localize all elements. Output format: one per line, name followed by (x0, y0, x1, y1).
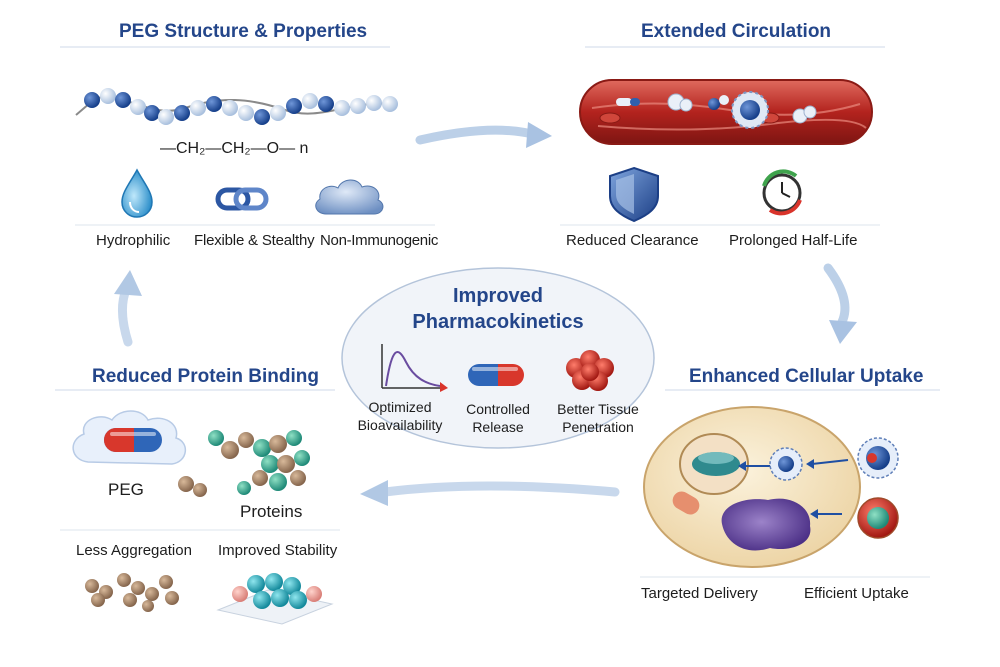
stability-cluster (216, 573, 334, 625)
prop-targeted-delivery: Targeted Delivery (641, 585, 758, 602)
prop-prolonged-half-life: Prolonged Half-Life (729, 232, 858, 249)
item-controlled-release-line1: Controlled (466, 401, 530, 417)
blood-vessel (579, 79, 873, 145)
item-bioavailability-line1: Optimized (368, 399, 432, 415)
peg-formula: —CH₂—CH₂—O— n (160, 140, 309, 157)
prop-efficient-uptake: Efficient Uptake (804, 585, 909, 602)
capsule-icon (468, 364, 524, 386)
item-controlled-release-line2: Release (472, 419, 524, 435)
flow-arrow-top (415, 122, 552, 148)
flow-arrow-right (823, 263, 857, 344)
curve-chart-icon (381, 344, 448, 392)
prop-non-immunogenic: Non-Immunogenic (320, 232, 439, 249)
center-title-line1: Improved (452, 285, 544, 307)
center-title: Improved Pharmacokinetics (398, 283, 598, 335)
tissue-icon (566, 350, 614, 391)
aggregation-cluster (85, 573, 179, 612)
prop-hydrophilic: Hydrophilic (96, 232, 171, 249)
water-drop-icon (121, 168, 153, 218)
cloud-icon (315, 179, 384, 215)
flow-arrow-bottom (360, 480, 620, 506)
peg-label: PEG (108, 480, 144, 499)
item-controlled-release: Controlled Release (450, 400, 546, 436)
item-tissue-penetration: Better Tissue Penetration (546, 400, 650, 436)
protein-cluster (178, 430, 310, 497)
binding-section-title: Reduced Protein Binding (92, 366, 319, 387)
item-bioavailability-line2: Bioavailability (357, 417, 443, 433)
prop-reduced-clearance: Reduced Clearance (566, 232, 699, 249)
peg-section-title: PEG Structure & Properties (119, 21, 368, 42)
peg-cloud-capsule (72, 410, 186, 465)
chain-link-icon (215, 187, 269, 211)
item-tissue-penetration-line1: Better Tissue (557, 401, 639, 417)
prop-less-aggregation: Less Aggregation (76, 542, 192, 559)
prop-improved-stability: Improved Stability (218, 542, 338, 559)
center-panel (341, 267, 655, 449)
clock-cycle-icon (762, 169, 802, 216)
item-tissue-penetration-line2: Penetration (562, 419, 634, 435)
item-bioavailability: Optimized Bioavailability (350, 398, 450, 434)
flow-arrow-left (114, 270, 142, 347)
peg-chain (75, 88, 398, 125)
prop-flexible-stealthy: Flexible & Stealthy (194, 232, 315, 249)
uptake-section-title: Enhanced Cellular Uptake (689, 366, 924, 387)
circulation-section-title: Extended Circulation (641, 21, 832, 42)
cell (643, 406, 899, 568)
shield-icon (609, 166, 659, 223)
center-title-line2: Pharmacokinetics (412, 311, 584, 333)
proteins-label: Proteins (240, 502, 303, 521)
